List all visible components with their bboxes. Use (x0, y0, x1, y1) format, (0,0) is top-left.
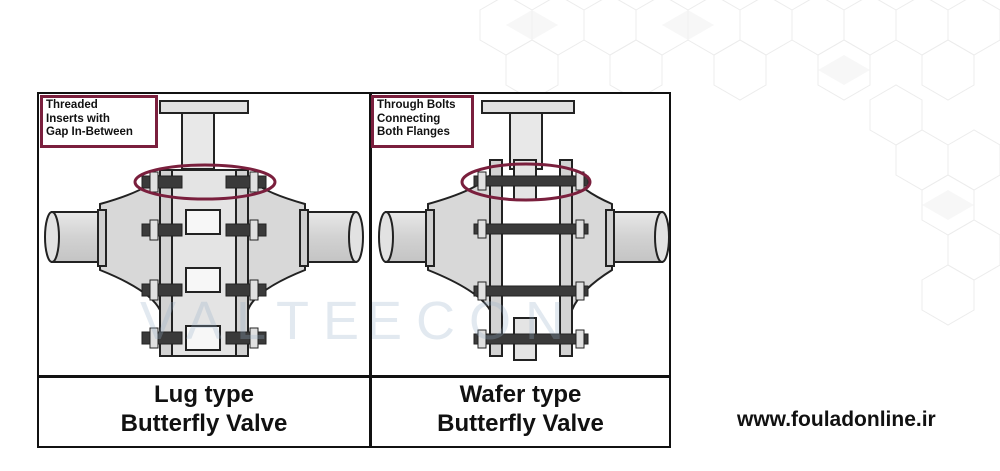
wafer-callout-box: Through Bolts Connecting Both Flanges (371, 95, 474, 148)
wafer-callout-line-1: Through Bolts (377, 99, 456, 111)
lug-type-caption: Lug type Butterfly Valve (40, 380, 368, 438)
watermark-left: VALTE (140, 291, 374, 351)
wafer-type-caption: Wafer type Butterfly Valve (372, 380, 669, 438)
lug-callout-box: Threaded Inserts with Gap In-Between (40, 95, 158, 148)
lug-callout-line-1: Threaded (46, 99, 98, 111)
site-url-link[interactable]: www.fouladonline.ir (737, 408, 936, 431)
wafer-callout-line-3: Both Flanges (377, 126, 450, 138)
wafer-callout-line-2: Connecting (377, 112, 441, 125)
lug-caption-line-1: Lug type (154, 381, 254, 408)
lug-callout-line-2: Inserts with (46, 112, 110, 125)
lug-valve-drawing (44, 100, 364, 357)
caption-divider-horizontal (37, 375, 671, 378)
wafer-caption-line-2: Butterfly Valve (437, 410, 604, 437)
watermark-right: ECON (366, 291, 579, 351)
panel-divider-vertical (369, 92, 372, 448)
wafer-caption-line-1: Wafer type (459, 381, 582, 408)
lug-caption-line-2: Butterfly Valve (120, 410, 288, 437)
wafer-valve-drawing (378, 100, 670, 361)
lug-callout-line-3: Gap In-Between (46, 126, 133, 138)
